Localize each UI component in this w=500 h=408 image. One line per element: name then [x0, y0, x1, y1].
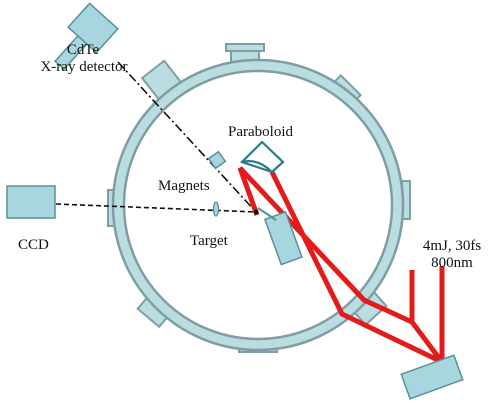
- laser-path-b: [269, 170, 445, 366]
- vacuum-chamber: [111, 58, 405, 352]
- magnets: [207, 150, 227, 217]
- cdte-detector: [54, 2, 119, 71]
- laser-label-line2: 800nm: [431, 255, 473, 271]
- paraboloid-label: Paraboloid: [228, 124, 293, 140]
- paraboloid-mirror: [239, 140, 285, 174]
- ccd-camera: [6, 185, 56, 219]
- target-assembly: [257, 207, 303, 266]
- magnet-upper: [207, 150, 227, 170]
- magnets-label: Magnets: [158, 178, 210, 194]
- target-holder: [263, 211, 303, 266]
- laser-label-line1: 4mJ, 30fs: [422, 238, 482, 254]
- paraboloid-body: [239, 140, 285, 174]
- ccd-sight-line: [55, 203, 257, 213]
- cdte-detector-snout: [54, 34, 88, 71]
- detector-label-line1: CdTe: [66, 42, 100, 58]
- chamber-ring-inner: [122, 69, 394, 341]
- input-mirror: [400, 354, 464, 400]
- interaction-point: [253, 209, 259, 215]
- ccd-label: CCD: [18, 237, 49, 253]
- magnet-lens: [212, 201, 220, 217]
- laser-cross-link: [410, 320, 444, 364]
- diagnostic-lines: [55, 61, 257, 213]
- laser-beam: [237, 166, 445, 366]
- port-top-cap: [225, 43, 265, 52]
- target-rod: [257, 207, 277, 221]
- detector-label-line2: X-ray detector: [40, 59, 128, 75]
- laser-path-a: [237, 166, 415, 326]
- target-label: Target: [190, 233, 228, 249]
- paraboloid-surface: [241, 160, 273, 173]
